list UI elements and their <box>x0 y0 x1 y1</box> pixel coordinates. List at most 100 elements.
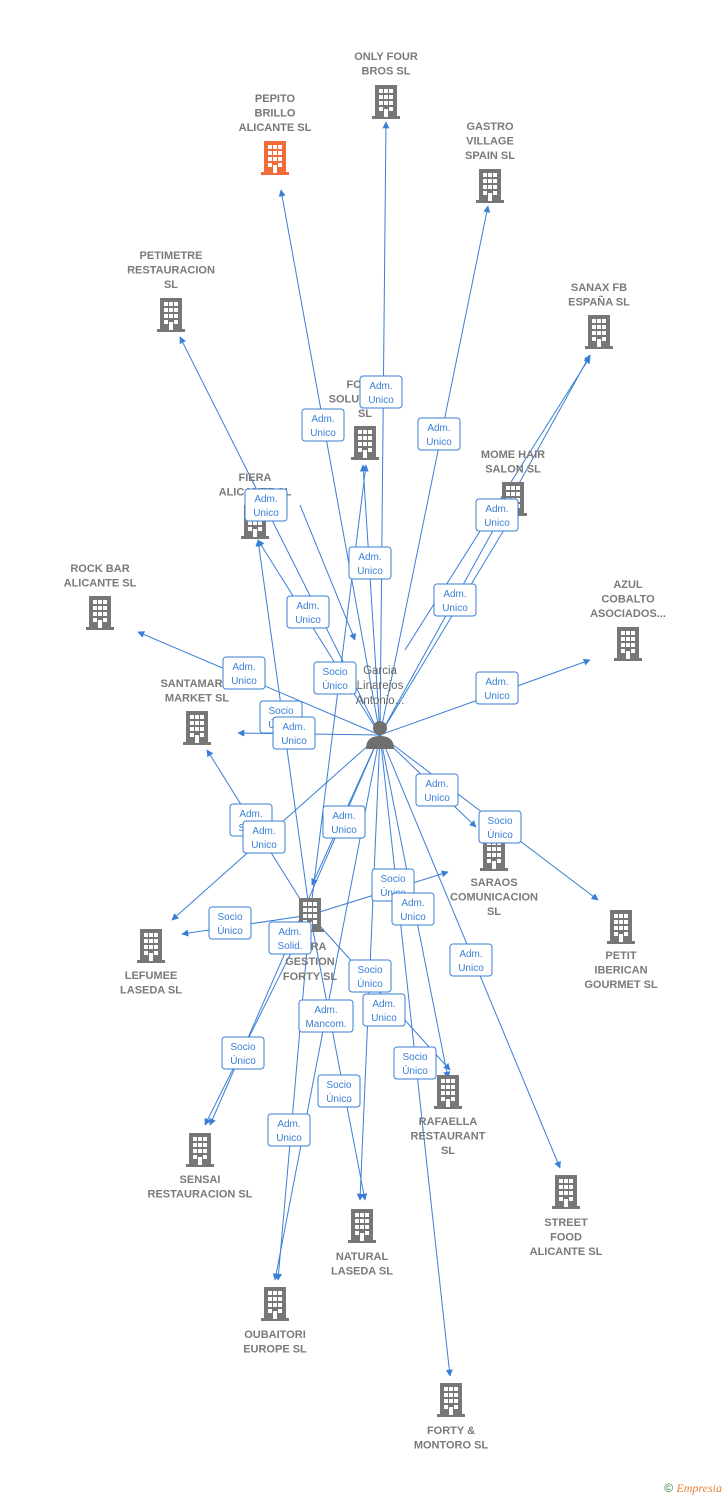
edge-2 <box>379 205 491 736</box>
building-icon <box>552 1175 580 1209</box>
relation-label[interactable]: Adm.Solid. <box>268 921 312 955</box>
relation-label-text: Unico <box>368 395 394 406</box>
relation-label-text: Unico <box>458 963 484 974</box>
relation-label-text: Unico <box>426 437 452 448</box>
building-icon <box>434 1075 462 1109</box>
edge-6 <box>379 519 511 736</box>
company-name-line: GOURMET SL <box>584 979 658 991</box>
relation-label-text: Adm. <box>443 589 466 600</box>
building-icon <box>585 315 613 349</box>
relation-label-text: Adm. <box>239 809 262 820</box>
company-name-line: MOME HAIR <box>481 449 545 461</box>
relation-label[interactable]: Adm.Unico <box>362 993 406 1027</box>
relation-label-box <box>272 716 316 750</box>
relation-label-text: Adm. <box>427 423 450 434</box>
company-name-line: COBALTO <box>601 594 655 606</box>
edge-5 <box>359 464 381 736</box>
company-name-line: OUBAITORI <box>244 1329 306 1341</box>
relation-label-text: Único <box>402 1064 428 1077</box>
company-name-line: RESTAURACION <box>127 265 215 277</box>
relation-label-text: Socio <box>268 706 293 717</box>
company-name-line: PETIT <box>605 950 636 962</box>
relation-label[interactable]: Adm. Unico <box>359 375 403 409</box>
footer-brand[interactable]: © Empresia <box>664 1481 722 1496</box>
relation-label[interactable]: Adm.Unico <box>222 656 266 690</box>
building-icon <box>372 85 400 119</box>
company-name-line: VILLAGE <box>466 136 514 148</box>
company-name-line: FIERA <box>239 472 272 484</box>
relation-label[interactable]: Adm.Unico <box>322 805 366 839</box>
person-name-line: Antonio... <box>356 695 405 707</box>
relation-label[interactable]: Adm.Unico <box>475 498 519 532</box>
relation-label[interactable]: Adm.Unico <box>286 595 330 629</box>
building-icon <box>351 426 379 460</box>
relation-label-text: Socio <box>402 1052 427 1063</box>
relation-label[interactable]: Adm.Unico <box>301 408 345 442</box>
relation-label-text: Adm. <box>358 552 381 563</box>
building-icon <box>348 1209 376 1243</box>
company-name-line: ALICANTE SL <box>64 578 137 590</box>
relation-label[interactable]: Adm.Unico <box>415 773 459 807</box>
relation-label-box <box>322 805 366 839</box>
relation-label[interactable]: Adm.Unico <box>449 943 493 977</box>
relation-label[interactable]: Adm.Mancom. <box>298 999 354 1033</box>
relation-label-text: Unico <box>251 840 277 851</box>
relation-label[interactable]: Adm.Unico <box>475 671 519 705</box>
relation-label[interactable]: Adm.Unico <box>267 1113 311 1147</box>
building-icon <box>186 1133 214 1167</box>
relation-label-text: Unico <box>442 603 468 614</box>
relation-label[interactable]: Adm. Unico <box>417 417 461 451</box>
relation-label[interactable]: Adm.Unico <box>272 716 316 750</box>
company-name-line: PETIMETRE <box>140 250 203 262</box>
relation-label-text: Adm. <box>369 381 392 392</box>
building-icon <box>476 169 504 203</box>
building-icon <box>137 929 165 963</box>
company-name-line: BRILLO <box>255 108 296 120</box>
company-node-forty-montoro[interactable]: FORTY &MONTORO SL <box>414 1383 489 1452</box>
company-node-azul-cobalto[interactable]: AZULCOBALTOASOCIADOS... <box>590 579 666 661</box>
relation-label-text: Unico <box>424 793 450 804</box>
relation-label-box <box>417 417 461 451</box>
relation-label-text: Único <box>487 828 513 841</box>
relation-label[interactable]: Adm.Unico <box>244 488 288 522</box>
person-node[interactable]: GarciaLinarejosAntonio... <box>356 665 405 749</box>
relation-label-text: Único <box>322 679 348 692</box>
relation-label-text: Adm. <box>252 826 275 837</box>
company-name-line: SARAOS <box>470 877 517 889</box>
relation-label[interactable]: Adm.Unico <box>391 892 435 926</box>
relation-label-box <box>317 1074 361 1108</box>
relation-label-text: Socio <box>380 874 405 885</box>
relation-label-text: Unico <box>310 428 336 439</box>
relation-label-text: Socio <box>322 667 347 678</box>
relation-label-text: Adm. <box>278 927 301 938</box>
relation-label[interactable]: Adm. Unico <box>242 820 286 854</box>
company-name-line: STREET <box>544 1217 588 1229</box>
relation-label[interactable]: Adm.Unico <box>348 546 392 580</box>
relation-label[interactable]: Adm. Unico <box>433 583 477 617</box>
